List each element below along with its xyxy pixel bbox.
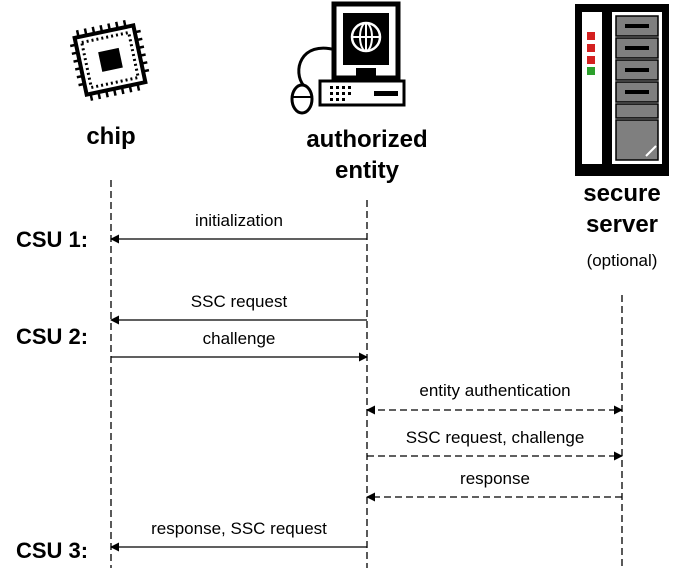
actor-server-label-line1: secure — [583, 180, 660, 207]
actor-server-optional-note: (optional) — [587, 251, 658, 270]
step-label-csu-1: CSU 1: — [16, 227, 88, 252]
actor-entity-label-line1: authorized — [306, 126, 427, 153]
step-label-csu-2: CSU 2: — [16, 324, 88, 349]
message-label-ssc-request: SSC request — [191, 292, 288, 311]
server-icon — [575, 4, 669, 176]
computer-icon — [290, 1, 406, 115]
message-label-response-ssc-request: response, SSC request — [151, 519, 327, 538]
message-label-entity-authentication: entity authentication — [419, 381, 570, 400]
chip-icon — [69, 19, 150, 101]
step-label-csu-3: CSU 3: — [16, 538, 88, 563]
actor-chip-label: chip — [86, 123, 135, 150]
message-label-ssc-request-challenge: SSC request, challenge — [406, 428, 585, 447]
message-label-challenge: challenge — [203, 329, 276, 348]
message-label-initialization: initialization — [195, 211, 283, 230]
actor-entity-label-line2: entity — [335, 157, 400, 184]
message-label-response: response — [460, 469, 530, 488]
actor-server-label-line2: server — [586, 211, 658, 238]
